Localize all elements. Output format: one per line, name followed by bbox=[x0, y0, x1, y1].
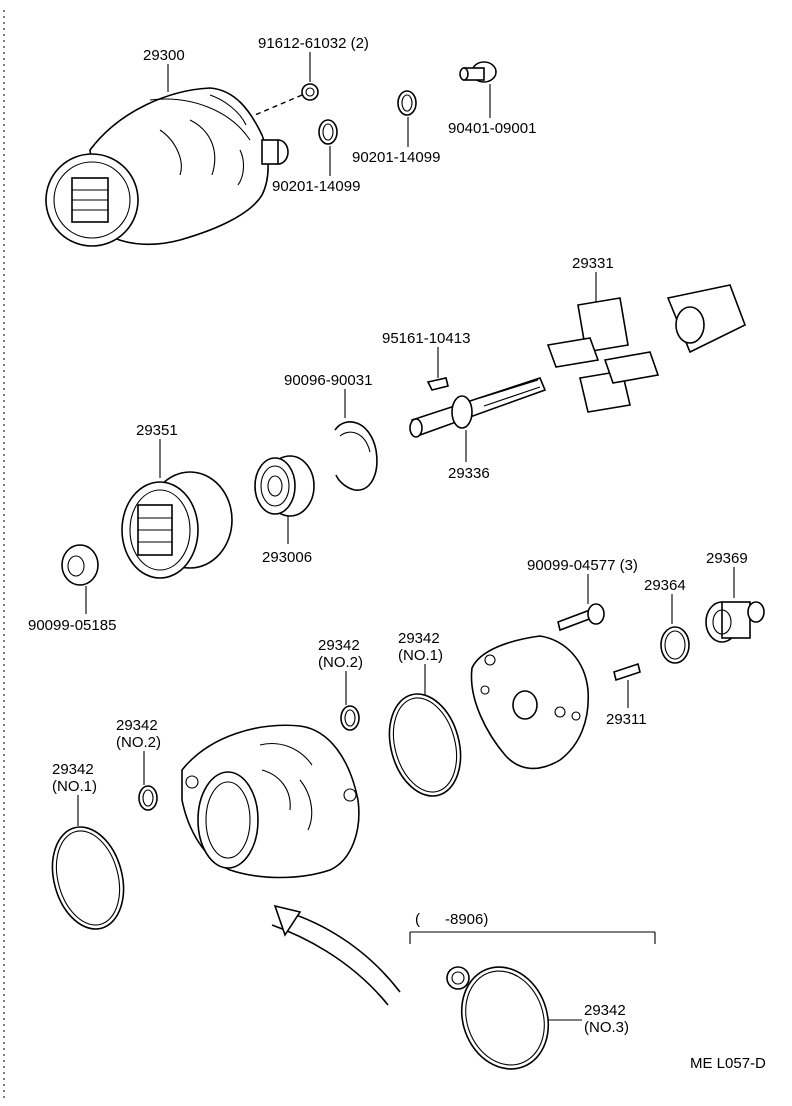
label-29342-no2-upper-num: 29342 bbox=[318, 637, 360, 654]
key-95161[interactable] bbox=[426, 377, 449, 391]
seal-29342-no3[interactable] bbox=[446, 955, 562, 1081]
snap-ring-90096[interactable] bbox=[334, 421, 378, 491]
label-90201-14099-a: 90201-14099 bbox=[352, 149, 440, 166]
label-29342-no3-num: 29342 bbox=[584, 1002, 626, 1019]
dashed-leader-91612 bbox=[254, 94, 303, 116]
pump-body[interactable] bbox=[181, 724, 360, 879]
label-29351: 29351 bbox=[136, 422, 178, 439]
label-29342-no1-upper-num: 29342 bbox=[398, 630, 440, 647]
o-ring-29364[interactable] bbox=[660, 626, 690, 664]
vanes-29331[interactable] bbox=[546, 284, 747, 413]
seal-29342-no1-lower[interactable] bbox=[42, 819, 135, 937]
range-label: ( -8906) bbox=[415, 911, 488, 928]
diagram-code: ME L057-D bbox=[690, 1055, 766, 1072]
gasket-90201-a[interactable] bbox=[397, 90, 417, 116]
range-bracket bbox=[409, 931, 656, 944]
shaft-29336[interactable] bbox=[409, 377, 547, 438]
label-90099-05185: 90099-05185 bbox=[28, 617, 116, 634]
pin-29311[interactable] bbox=[613, 662, 641, 682]
pump-housing-29300[interactable] bbox=[45, 87, 289, 247]
assembly-arrow bbox=[271, 904, 401, 1006]
label-29342-no1-upper-sub: (NO.1) bbox=[398, 647, 443, 664]
cover-plate[interactable] bbox=[470, 635, 590, 770]
label-95161-10413: 95161-10413 bbox=[382, 330, 470, 347]
bolt-91612[interactable] bbox=[301, 83, 319, 101]
label-29342-no3-sub: (NO.3) bbox=[584, 1019, 629, 1036]
label-90401-09001: 90401-09001 bbox=[448, 120, 536, 137]
label-29364: 29364 bbox=[644, 577, 686, 594]
label-90096-90031: 90096-90031 bbox=[284, 372, 372, 389]
label-29342-no2-lower-num: 29342 bbox=[116, 717, 158, 734]
label-29342-no2-upper-sub: (NO.2) bbox=[318, 654, 363, 671]
bolt-90099-04577[interactable] bbox=[557, 603, 605, 632]
bearing-293006[interactable] bbox=[254, 455, 315, 517]
label-29369: 29369 bbox=[706, 550, 748, 567]
label-29336: 29336 bbox=[448, 465, 490, 482]
nut-90099-05185[interactable] bbox=[61, 544, 99, 586]
label-90201-14099-b: 90201-14099 bbox=[272, 178, 360, 195]
label-29311: 29311 bbox=[606, 711, 647, 728]
plug-90401[interactable] bbox=[459, 61, 497, 83]
gasket-90201-b[interactable] bbox=[318, 119, 338, 145]
label-91612-61032: 91612-61032 (2) bbox=[258, 35, 369, 52]
label-29342-no1-lower-sub: (NO.1) bbox=[52, 778, 97, 795]
seal-29342-no1-upper[interactable] bbox=[379, 686, 472, 804]
seal-29342-no2-lower[interactable] bbox=[138, 785, 158, 811]
label-29300: 29300 bbox=[143, 47, 185, 64]
seal-29342-no2-upper[interactable] bbox=[340, 705, 360, 731]
gear-29351[interactable] bbox=[121, 471, 233, 579]
label-29342-no1-lower-num: 29342 bbox=[52, 761, 94, 778]
pump-gear-teeth bbox=[45, 153, 139, 247]
label-29342-no2-lower-sub: (NO.2) bbox=[116, 734, 161, 751]
fitting-29369[interactable] bbox=[705, 601, 765, 643]
label-293006: 293006 bbox=[262, 549, 312, 566]
label-29331: 29331 bbox=[572, 255, 614, 272]
label-90099-04577: 90099-04577 (3) bbox=[527, 557, 638, 574]
